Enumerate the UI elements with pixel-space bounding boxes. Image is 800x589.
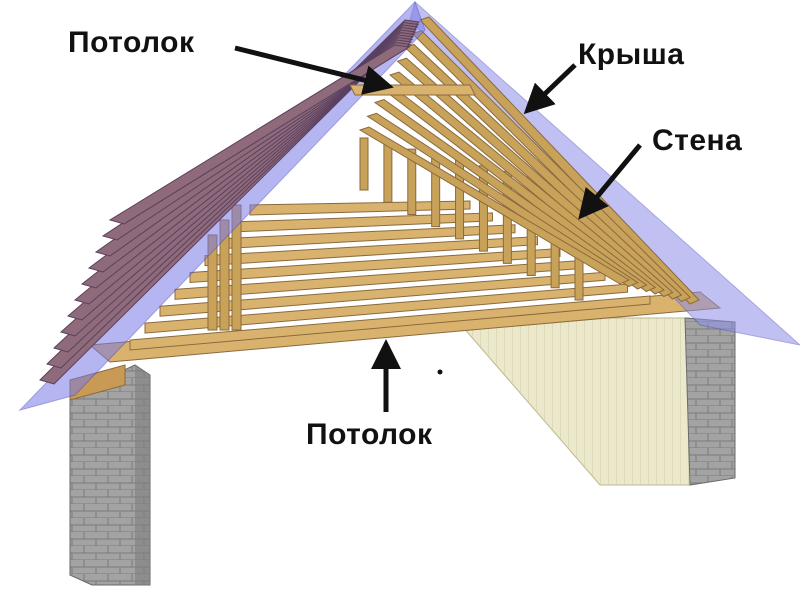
- stud: [407, 148, 417, 215]
- joist: [159, 271, 606, 317]
- label-ceiling-top: Потолок: [68, 26, 195, 59]
- label-ceiling-bottom: Потолок: [306, 418, 433, 451]
- joist: [129, 295, 651, 351]
- collar-tie: [349, 84, 476, 96]
- left-rafters: [39, 19, 421, 385]
- stud: [359, 137, 369, 191]
- joist: [204, 236, 538, 267]
- dot-mark: [437, 369, 443, 375]
- arrows: [234, 45, 642, 412]
- left-brick-pillar: [69, 364, 151, 586]
- rafter: [108, 44, 411, 225]
- arrow-roof: [523, 63, 577, 115]
- rafter: [358, 126, 631, 285]
- label-roof: Крыша: [578, 38, 685, 71]
- arrow-wall: [578, 143, 642, 220]
- right-wall-panel: [453, 317, 691, 486]
- right-brick-pillar: [684, 317, 736, 486]
- joist: [144, 283, 628, 334]
- label-wall: Стена: [652, 124, 743, 157]
- ceiling-joists: [69, 200, 722, 401]
- joist: [189, 247, 561, 284]
- stud: [383, 143, 393, 203]
- right-rafters: [358, 16, 700, 305]
- arrow-ceiling-top: [234, 45, 394, 95]
